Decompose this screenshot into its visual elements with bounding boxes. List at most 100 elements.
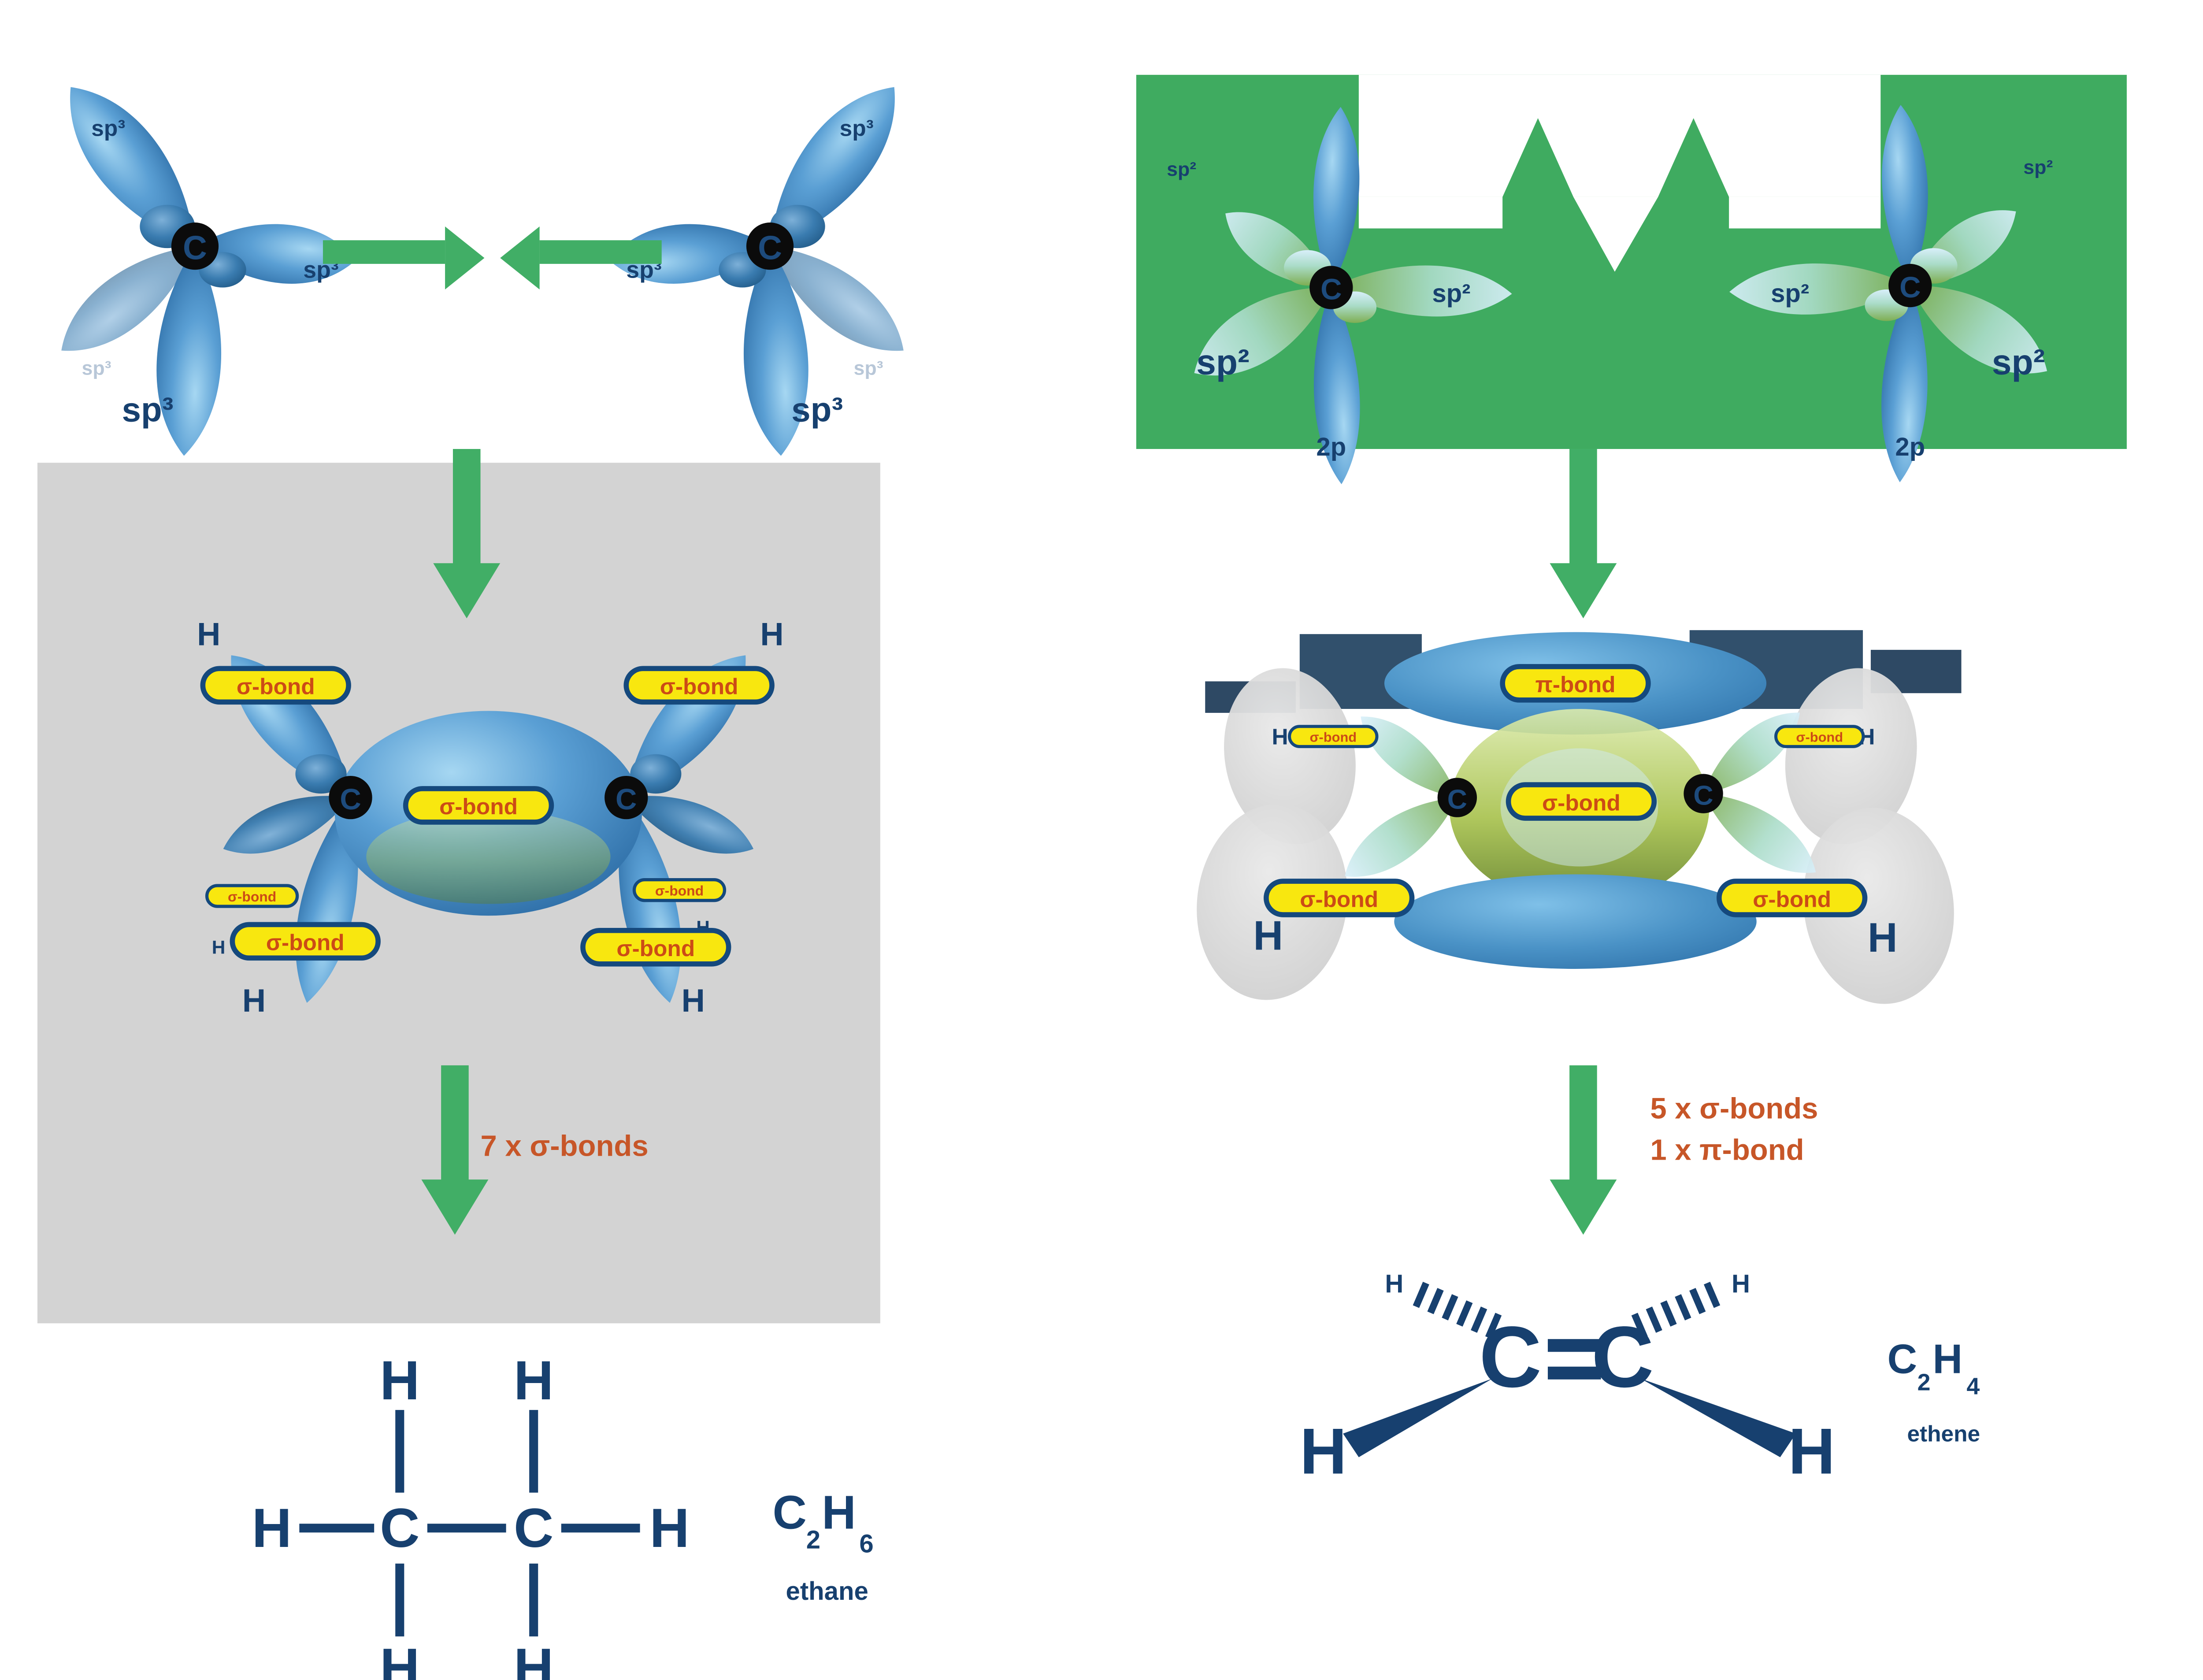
sigma-bond-pill: σ-bond bbox=[580, 927, 731, 967]
ethene-bond-illustration: C C H H π-bond σ-bond σ-bond σ-bond σ-bo… bbox=[1197, 630, 1962, 1004]
sigma-bond-pill: σ-bond bbox=[1716, 879, 1868, 917]
sp3-label: sp³ bbox=[791, 390, 843, 429]
c-atom-label: C bbox=[1479, 1308, 1542, 1405]
ethane-bond-count-line1: 7 x σ-bonds bbox=[480, 1130, 649, 1164]
h-atom-label: H bbox=[242, 982, 266, 1019]
carbon-nucleus bbox=[329, 775, 372, 820]
h-atom-label: H bbox=[514, 1637, 553, 1680]
down-arrow-icon bbox=[433, 449, 501, 619]
2p-label: 2p bbox=[1316, 433, 1346, 461]
h-atom-label: H bbox=[682, 982, 705, 1019]
c-atom-label: C bbox=[758, 230, 782, 267]
h-atom-label: H bbox=[1788, 1415, 1836, 1487]
sp2-label: sp² bbox=[1196, 342, 1250, 382]
sigma-bond-pill-small: σ-bond bbox=[205, 884, 299, 908]
c-atom-label: C bbox=[1591, 1308, 1654, 1405]
ethane-structural-formula: H H H C C H H H C 2 H 6 ethane bbox=[252, 1350, 874, 1680]
2p-label: 2p bbox=[1895, 433, 1925, 461]
h-atom-label: H bbox=[760, 616, 783, 653]
h-atom-label: H bbox=[1732, 1270, 1750, 1298]
sp2-carbon-left: C sp² sp² sp² 2p bbox=[1167, 105, 1513, 486]
formula-h: H bbox=[1932, 1335, 1962, 1382]
sp3-carbon-left: C sp³ sp³ sp³ sp³ bbox=[44, 66, 359, 458]
h-atom-label: H bbox=[380, 1350, 419, 1411]
c-atom-label: C bbox=[1447, 784, 1467, 815]
c-atom-label: C bbox=[1899, 271, 1921, 304]
double-bond-line bbox=[1547, 1339, 1601, 1352]
formula-c: C bbox=[1888, 1335, 1917, 1382]
sigma-bond-pill-label: σ-bond bbox=[228, 889, 276, 905]
carbon-nucleus bbox=[171, 223, 219, 270]
formula-c-subscript: 2 bbox=[1917, 1369, 1931, 1396]
pi-bond-pill: π-bond bbox=[1500, 664, 1651, 703]
ethene-bond-count-line1: 5 x σ-bonds bbox=[1650, 1093, 1818, 1127]
sp3-label-faint: sp³ bbox=[82, 357, 111, 379]
c-atom-label: C bbox=[380, 1497, 419, 1559]
down-arrow-icon bbox=[1550, 1065, 1617, 1235]
solid-wedge-bond bbox=[1640, 1378, 1796, 1457]
sigma-bond-pill-label: σ-bond bbox=[266, 930, 345, 955]
sigma-bond-pill: σ-bond bbox=[1506, 782, 1657, 821]
sigma-bond-pill: σ-bond bbox=[623, 666, 775, 705]
sigma-bond-pill-label: σ-bond bbox=[1542, 790, 1621, 815]
formula-c-subscript: 2 bbox=[806, 1526, 820, 1554]
ethene-bond-count: 5 x σ-bonds 1 x π-bond bbox=[1650, 1089, 1818, 1172]
ethene-box-notch bbox=[1358, 74, 1881, 272]
sp3-carbons-illustration: C sp³ sp³ sp³ sp³ C sp³ sp³ sp³ sp³ bbox=[44, 66, 921, 458]
ethane-bond-illustration: C C H H H H σ-bond σ-bond σ-bond σ-bond … bbox=[197, 616, 783, 1019]
carbon-nucleus bbox=[1309, 266, 1353, 309]
c-atom-label: C bbox=[183, 230, 207, 267]
sigma-bond-pill-label: σ-bond bbox=[616, 935, 695, 961]
down-arrow-icon bbox=[1550, 449, 1617, 619]
formula-c: C bbox=[773, 1486, 807, 1539]
sp2-label: sp² bbox=[2023, 156, 2053, 178]
double-bond-line bbox=[1547, 1366, 1601, 1380]
sp3-label-faint: sp³ bbox=[853, 357, 883, 379]
sp2-label: sp² bbox=[1167, 159, 1196, 180]
carbon-nucleus bbox=[1684, 774, 1723, 813]
arrow-left-shaft bbox=[539, 240, 662, 264]
sp3-label: sp³ bbox=[91, 115, 125, 141]
formula-h: H bbox=[822, 1486, 856, 1539]
h-1s-orbital bbox=[1785, 668, 1917, 844]
h-atom-label: H bbox=[197, 616, 220, 653]
h-atom-label: H bbox=[252, 1497, 292, 1559]
ethane-formula-label: C 2 H 6 ethane bbox=[773, 1486, 874, 1605]
combine-arrows bbox=[323, 226, 662, 290]
bond-lines bbox=[299, 1410, 640, 1637]
pi-bond-lobe-bottom bbox=[1394, 874, 1757, 969]
sp2-label: sp² bbox=[1432, 279, 1470, 308]
ethene-structural-formula: C C H H H H C 2 H 4 ethene bbox=[1300, 1270, 1980, 1488]
arrow-right-shaft bbox=[323, 240, 445, 264]
arrow-right-head bbox=[445, 226, 485, 290]
h-atom-label: H bbox=[212, 937, 226, 957]
molecule-name: ethane bbox=[786, 1577, 868, 1606]
sp2-carbon-right: C sp² sp² sp² 2p bbox=[1728, 104, 2062, 484]
sigma-bond-pill: σ-bond bbox=[403, 786, 554, 825]
c-atom-label: C bbox=[514, 1497, 553, 1559]
sigma-bond-pill-small: σ-bond bbox=[1288, 725, 1379, 748]
h-atom-label: H bbox=[380, 1637, 419, 1680]
sp3-carbon-right: C sp³ sp³ sp³ sp³ bbox=[606, 66, 921, 458]
sigma-bond-pill: σ-bond bbox=[1264, 879, 1415, 917]
h-atom-label: H bbox=[1385, 1270, 1403, 1298]
h-1s-orbital bbox=[1803, 808, 1954, 1004]
h-atom-label: H bbox=[649, 1497, 689, 1559]
h-atom-label: H bbox=[1868, 914, 1898, 961]
sp3-label: sp³ bbox=[840, 115, 874, 141]
carbon-nucleus bbox=[1437, 778, 1477, 817]
h-atom-label: H bbox=[514, 1350, 553, 1411]
orbital-lobe bbox=[295, 754, 347, 794]
sigma-bond-pill-label: σ-bond bbox=[1796, 729, 1843, 745]
h-atom-label: H bbox=[1253, 912, 1283, 958]
sp2-label: sp² bbox=[1771, 279, 1809, 308]
h-atom-label: H bbox=[1300, 1415, 1347, 1487]
c-atom-label: C bbox=[616, 783, 637, 816]
c-atom-label: C bbox=[1320, 273, 1342, 306]
carbon-nucleus bbox=[746, 223, 794, 270]
sp3-label: sp³ bbox=[122, 390, 174, 429]
sigma-bond-pill-label: σ-bond bbox=[1300, 886, 1378, 912]
orbital-lobe bbox=[630, 754, 682, 794]
